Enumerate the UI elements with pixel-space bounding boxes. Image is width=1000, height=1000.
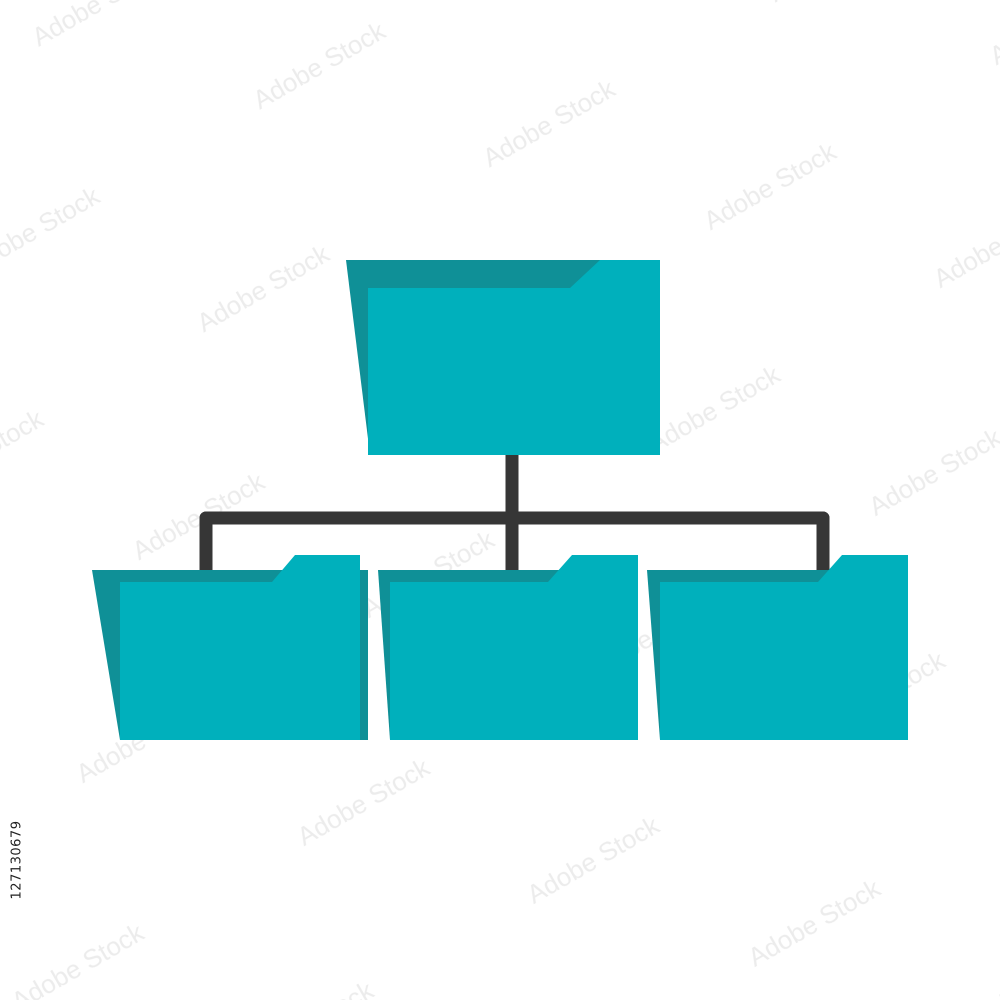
child-folder-icon-right [647,555,908,740]
folder-front-panel [390,555,638,740]
child-folder-icon-middle [378,555,638,740]
folder-front-panel [120,555,360,740]
root-folder-icon [346,260,660,455]
connector-lines [199,448,830,579]
folder-front-panel [368,260,660,455]
folder-front-panel [660,555,908,740]
stock-image-id: 127130679 [9,820,25,900]
child-folder-icon-left [92,555,368,740]
